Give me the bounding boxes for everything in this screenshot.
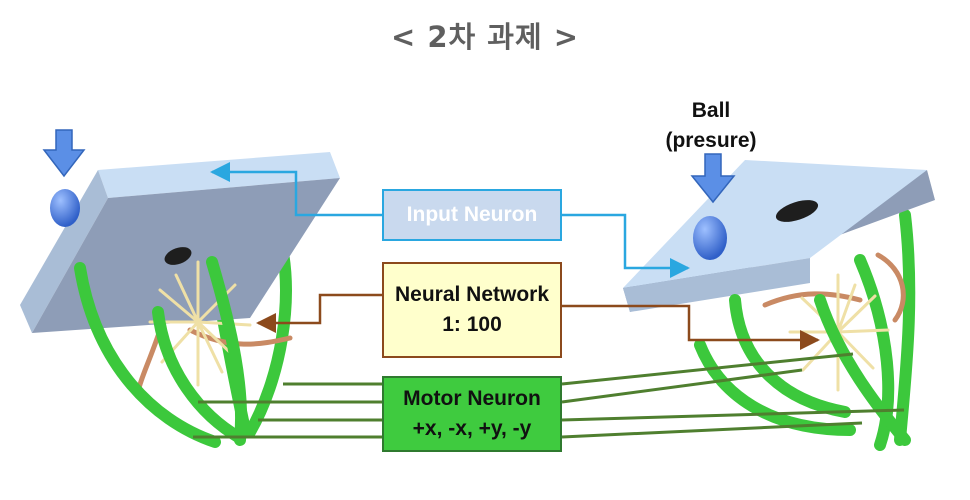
- left-robot: [20, 129, 340, 448]
- motor-neuron-box: Motor Neuron +x, -x, +y, -y: [382, 376, 562, 452]
- right-plate-hole: [775, 200, 819, 222]
- input-neuron-box: Input Neuron: [382, 189, 562, 241]
- left-plate-hole: [164, 247, 192, 265]
- neural-network-connectors: [256, 293, 820, 350]
- neural-network-line2: 1: 100: [442, 313, 502, 336]
- neural-network-line1: Neural Network: [394, 283, 550, 306]
- left-tendrils-front: [74, 256, 248, 448]
- right-plate: [623, 160, 935, 312]
- motor-neuron-line2: +x, -x, +y, -y: [412, 417, 532, 440]
- motor-neuron-connectors: [193, 352, 905, 439]
- ball-pressure-label: Ball (presure): [646, 96, 776, 156]
- neural-network-box: Neural Network 1: 100: [382, 262, 562, 358]
- motor-neuron-line1: Motor Neuron: [403, 387, 541, 410]
- right-ball: [693, 216, 727, 260]
- input-neuron-label: Input Neuron: [406, 203, 538, 226]
- page-title: < 2차 과제 >: [390, 20, 580, 54]
- right-tendrils-back: [854, 209, 916, 451]
- left-pressure-arrow-icon: [42, 129, 86, 178]
- right-pressure-arrow-icon: [690, 153, 736, 204]
- left-ball: [50, 189, 80, 227]
- ball-label-line2: (presure): [665, 129, 757, 152]
- right-robot: [623, 153, 935, 451]
- ball-label-line1: Ball: [691, 99, 731, 122]
- input-neuron-connectors: [210, 162, 690, 278]
